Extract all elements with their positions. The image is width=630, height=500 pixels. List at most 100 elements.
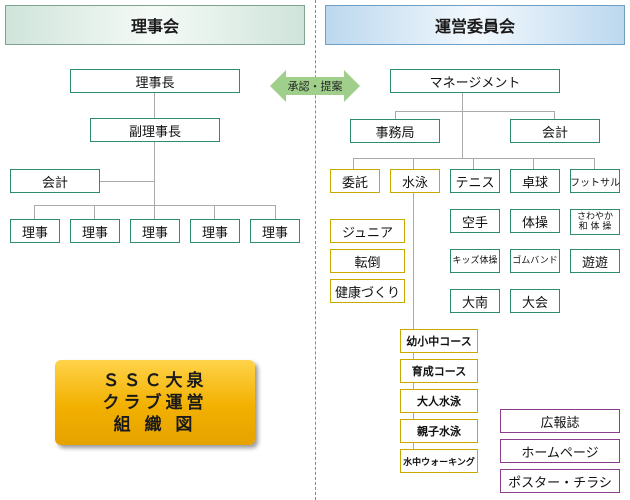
connector-line [462,111,463,158]
karate-node: 空手 [450,209,500,233]
homepage-node: ホームページ [500,439,620,463]
connector-line [413,158,414,169]
connector-line [100,181,155,182]
connector-line [353,158,354,169]
board-header: 理事会 [5,5,305,45]
connector-line [154,205,155,219]
rubber-band-label: ゴムバンド [512,256,558,266]
yuyu-node: 遊遊 [570,249,620,273]
tournament-node: 大会 [510,289,560,313]
committee-treasurer-node: 会計 [510,119,600,143]
connector-line [594,158,595,169]
connector-line [395,111,555,112]
connector-line [154,142,155,205]
committee-header: 運営委員会 [325,5,625,45]
fall-prevention-label: 転倒 [354,255,381,271]
gymnastics-label: 体操 [521,215,548,231]
connector-line [462,93,463,111]
connector-line [353,158,595,159]
connector-line [473,158,474,169]
swim-course-label: 育成コース [411,365,467,378]
tennis-node: テニス [450,169,500,193]
panel-divider [315,0,316,500]
table-tennis-node: 卓球 [510,169,560,193]
board-title: 理事会 [130,17,179,36]
futsal-node: フットサル [570,169,620,193]
approval-proposal-arrow: 承認・提案 [270,70,360,102]
vice-chairman-node: 副理事長 [90,118,220,142]
consignment-node: 委託 [330,169,380,193]
homepage-label: ホームページ [521,445,599,461]
swim-course-node: 育成コース [400,359,478,383]
connector-line [34,205,276,206]
connector-line [34,205,35,219]
swim-course-node: 大人水泳 [400,389,478,413]
kids-gym-label: キッズ体操 [452,256,498,266]
swimming-label: 水泳 [401,175,428,191]
junior-node: ジュニア [330,219,405,243]
club-title-line1: ＳＳＣ大泉 [102,370,208,391]
connector-line [154,93,155,118]
management-node: マネージメント [390,69,560,93]
secretariat-label: 事務局 [375,125,415,141]
chairman-node: 理事長 [70,69,240,93]
poster-flyer-label: ポスター・チラシ [508,475,612,491]
director-label: 理事 [81,225,108,241]
vice-chairman-label: 副理事長 [128,124,181,140]
swimming-node: 水泳 [390,169,440,193]
health-node: 健康づくり [330,279,405,303]
connector-line [554,111,555,119]
swim-course-label: 幼小中コース [406,335,472,348]
kids-gym-node: キッズ体操 [450,249,500,273]
gymnastics-node: 体操 [510,209,560,233]
director-node: 理事 [190,219,240,243]
fall-prevention-node: 転倒 [330,249,405,273]
connector-line [395,111,396,119]
health-label: 健康づくり [334,285,400,301]
ominami-node: 大南 [450,289,500,313]
refreshing-exercise-label: さわやか 和 体 操 [576,212,613,232]
swim-course-node: 水中ウォーキング [400,449,478,473]
tournament-label: 大会 [521,295,548,311]
poster-flyer-node: ポスター・チラシ [500,469,620,493]
ominami-label: 大南 [461,295,488,311]
pr-magazine-node: 広報誌 [500,409,620,433]
connector-line [214,205,215,219]
director-node: 理事 [250,219,300,243]
rubber-band-node: ゴムバンド [510,249,560,273]
club-title-line3: 組 織 図 [113,414,197,435]
swim-course-label: 水中ウォーキング [403,457,475,468]
management-label: マネージメント [429,75,521,91]
refreshing-exercise-node: さわやか 和 体 操 [570,209,620,235]
junior-label: ジュニア [341,225,394,241]
committee-title: 運営委員会 [434,17,515,36]
chairman-label: 理事長 [135,75,175,91]
connector-line [275,205,276,219]
director-label: 理事 [21,225,48,241]
connector-line [533,158,534,169]
approval-proposal-label: 承認・提案 [287,80,343,93]
futsal-label: フットサル [570,177,620,189]
club-title-badge: ＳＳＣ大泉 クラブ運営 組 織 図 [55,360,255,445]
director-label: 理事 [261,225,288,241]
karate-label: 空手 [461,215,488,231]
swim-course-node: 親子水泳 [400,419,478,443]
club-title-line2: クラブ運営 [102,392,208,413]
director-node: 理事 [130,219,180,243]
director-label: 理事 [201,225,228,241]
board-treasurer-node: 会計 [10,169,100,193]
committee-treasurer-label: 会計 [541,125,568,141]
table-tennis-label: 卓球 [521,175,548,191]
swim-course-label: 親子水泳 [417,425,461,438]
connector-line [94,205,95,219]
director-node: 理事 [10,219,60,243]
double-arrow-icon [270,70,360,102]
yuyu-label: 遊遊 [581,255,608,271]
director-node: 理事 [70,219,120,243]
board-treasurer-label: 会計 [41,175,68,191]
tennis-label: テニス [455,175,495,191]
consignment-label: 委託 [341,175,368,191]
pr-magazine-label: 広報誌 [540,415,580,431]
secretariat-node: 事務局 [350,119,440,143]
swim-course-node: 幼小中コース [400,329,478,353]
